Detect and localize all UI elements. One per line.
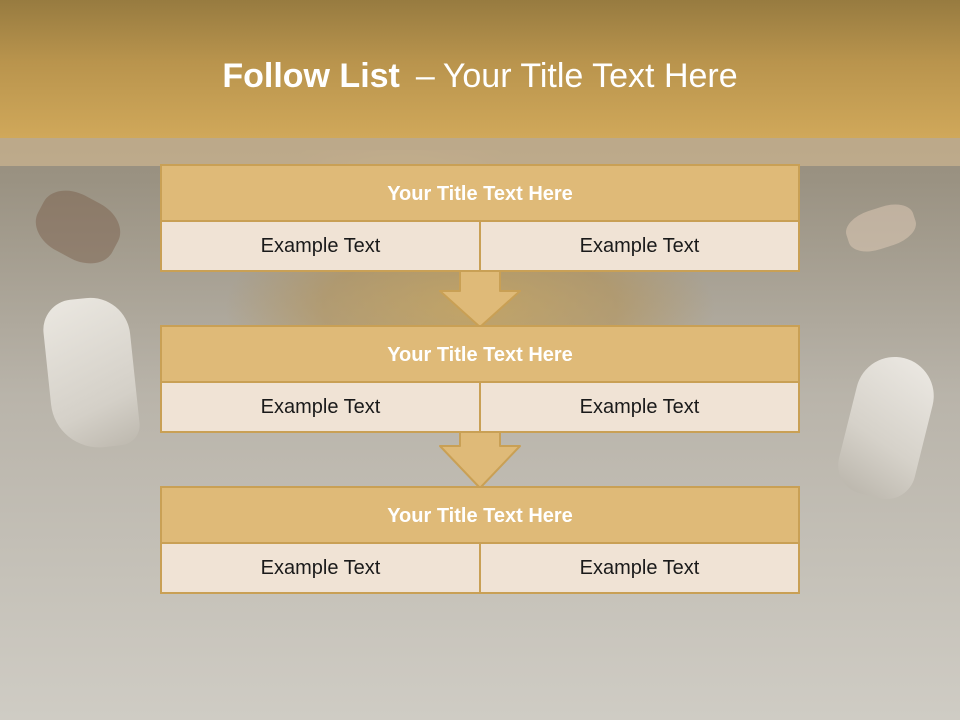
block-cell-right: Example Text — [479, 222, 798, 270]
header-band — [0, 0, 960, 138]
slide-title: Follow List–Your Title Text Here — [0, 56, 960, 96]
right-hand-shape — [841, 198, 921, 258]
list-block-1: Your Title Text Here Example Text Exampl… — [160, 164, 800, 272]
header-subband — [0, 138, 960, 166]
right-sneaker-shape — [831, 348, 943, 506]
down-arrow-icon — [439, 431, 521, 489]
block-row: Example Text Example Text — [162, 222, 798, 270]
block-title: Your Title Text Here — [162, 488, 798, 544]
block-title: Your Title Text Here — [162, 166, 798, 222]
list-block-3: Your Title Text Here Example Text Exampl… — [160, 486, 800, 594]
down-arrow-icon — [439, 270, 521, 328]
block-title: Your Title Text Here — [162, 327, 798, 383]
block-cell-left: Example Text — [260, 235, 381, 257]
title-separator: – — [415, 57, 435, 95]
block-cell-right: Example Text — [479, 383, 798, 431]
left-sneaker-shape — [40, 293, 142, 453]
left-hand-shape — [26, 179, 130, 275]
block-row: Example Text Example Text — [162, 383, 798, 431]
block-cell-left: Example Text — [260, 557, 381, 579]
block-cell-right: Example Text — [479, 544, 798, 592]
block-cell-left: Example Text — [260, 396, 381, 418]
title-rest: Your Title Text Here — [442, 57, 738, 95]
list-block-2: Your Title Text Here Example Text Exampl… — [160, 325, 800, 433]
title-bold: Follow List — [222, 57, 400, 95]
block-row: Example Text Example Text — [162, 544, 798, 592]
